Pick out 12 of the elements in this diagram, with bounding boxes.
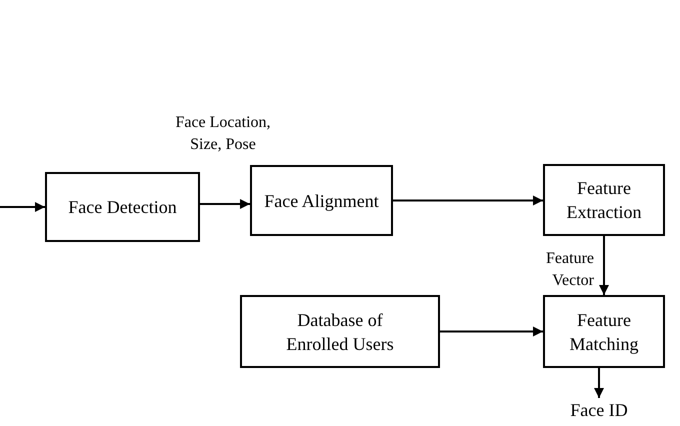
arrow — [393, 196, 543, 206]
output-label: Face ID — [554, 398, 644, 422]
arrow — [200, 199, 250, 209]
process-box: Feature Matching — [543, 295, 665, 368]
process-box: Face Detection — [45, 172, 200, 242]
arrow — [599, 236, 609, 295]
process-box: Database of Enrolled Users — [240, 295, 440, 368]
arrow — [0, 202, 45, 212]
arrow — [440, 326, 543, 336]
arrow — [594, 368, 604, 398]
process-box: Feature Extraction — [543, 164, 665, 236]
process-box: Face Alignment — [250, 165, 393, 236]
